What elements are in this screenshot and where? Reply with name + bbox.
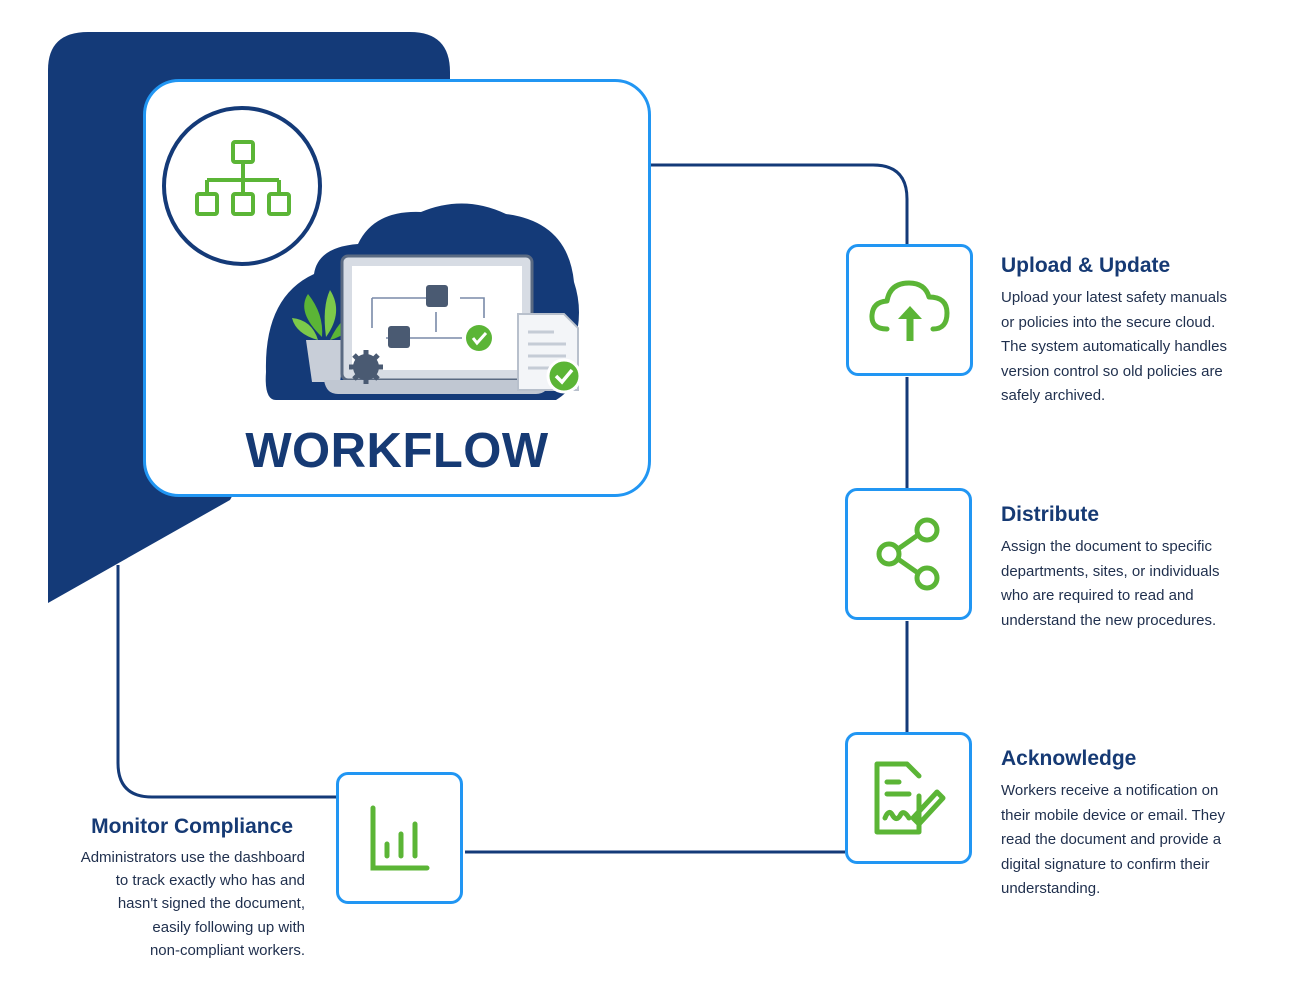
acknowledge-step-description: Workers receive a notification on their … <box>1001 782 1225 897</box>
upload-step-description: Upload your latest safety manuals or pol… <box>1001 289 1227 404</box>
upload-step-title: Upload & Update <box>1001 254 1171 277</box>
plant-icon <box>292 290 358 382</box>
connector-lines <box>116 163 909 854</box>
laptop-icon <box>324 254 550 394</box>
distribute-step-title: Distribute <box>1001 503 1100 526</box>
upload-step-card <box>846 244 973 376</box>
workflow-hero-card: WORKFLOW <box>143 79 651 497</box>
monitor-step-card <box>336 772 463 904</box>
cloud-upload-icon <box>868 280 949 341</box>
distribute-step-description: Assign the document to specific departme… <box>1001 538 1220 629</box>
document-check-icon <box>517 313 582 394</box>
org-chart-icon <box>162 106 322 266</box>
acknowledge-step-card <box>845 732 972 864</box>
distribute-step-card <box>845 488 972 620</box>
bar-chart-icon <box>370 805 429 871</box>
workflow-illustration <box>162 106 582 400</box>
monitor-step-title: Monitor Compliance <box>91 815 293 838</box>
acknowledge-step-title: Acknowledge <box>1001 747 1137 770</box>
workflow-title: WORKFLOW <box>245 424 549 478</box>
share-icon <box>876 517 939 591</box>
document-signature-icon <box>874 761 945 835</box>
monitor-step-description: Administrators use the dashboard to trac… <box>80 849 305 959</box>
